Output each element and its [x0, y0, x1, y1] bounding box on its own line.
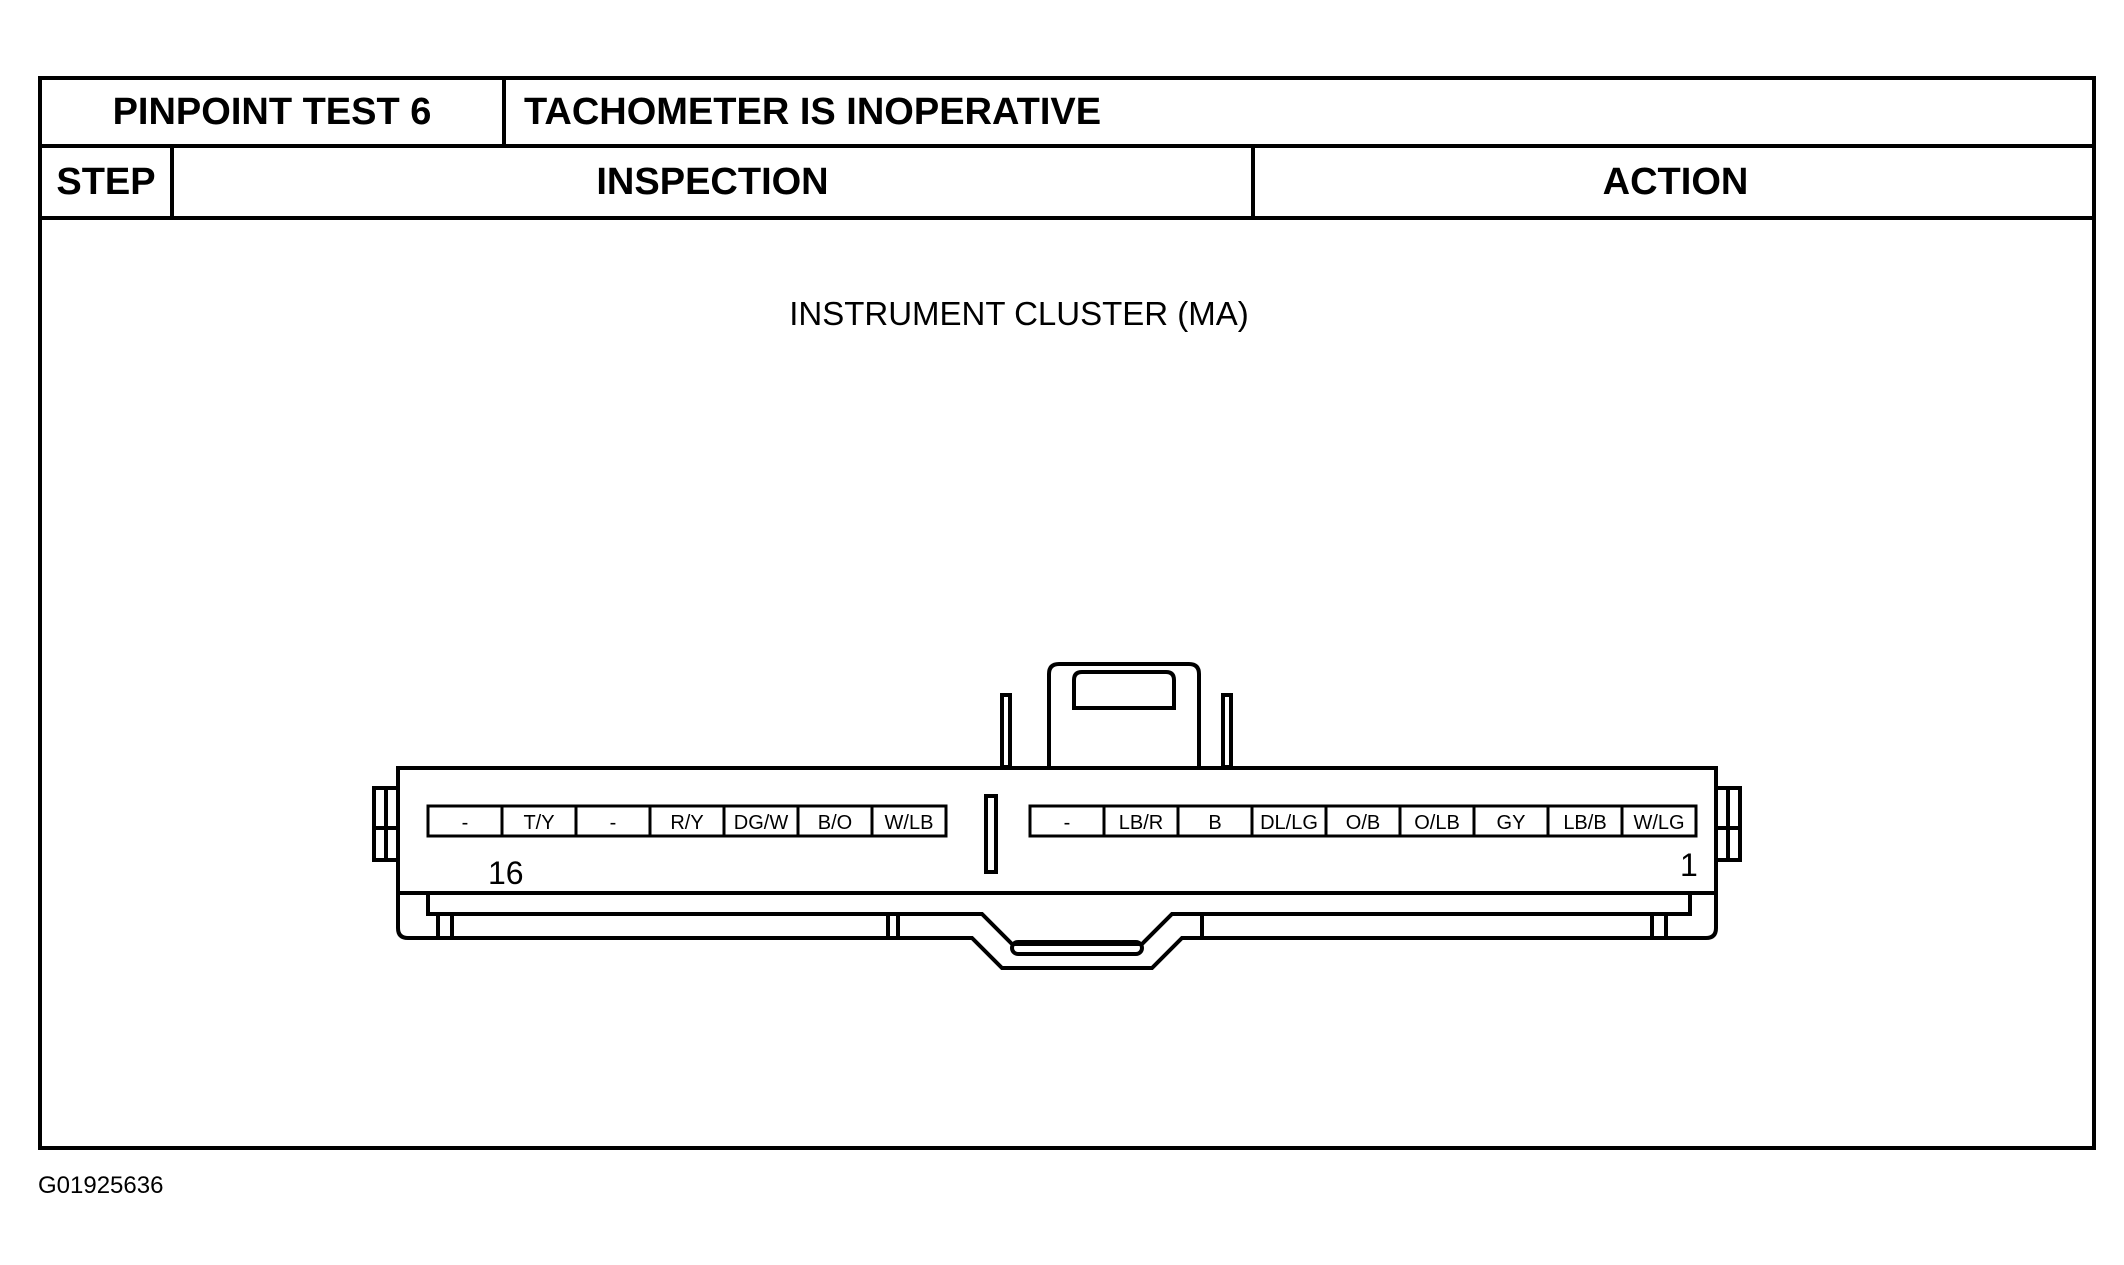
pin-label: - — [610, 812, 617, 834]
divider — [502, 80, 506, 144]
step-header: STEP — [56, 160, 156, 203]
pin-start-label: 16 — [488, 855, 524, 891]
figure-caption: INSTRUMENT CLUSTER (MA) — [789, 295, 1249, 332]
pin-label: LB/B — [1563, 812, 1606, 834]
pin-label: - — [462, 812, 469, 834]
divider — [1251, 148, 1255, 216]
pinpoint-test-table: PINPOINT TEST 6 TACHOMETER IS INOPERATIV… — [38, 76, 2096, 1150]
pin-cell — [1620, 804, 1698, 838]
connector-drawing: - T/Y - R/Y DG/W B/O W/LB - LB/R B DL/LG O/B O/LB GY… — [372, 662, 1742, 970]
divider — [170, 148, 174, 216]
pin-cell — [870, 804, 948, 838]
inspection-header: INSPECTION — [596, 160, 829, 203]
pin-row-right: - LB/R B DL/LG O/B O/LB GY LB/B W/LG — [1028, 804, 1698, 838]
center-slot — [984, 794, 998, 874]
pin-label: W/LG — [1633, 812, 1684, 834]
test-label: PINPOINT TEST 6 — [112, 90, 432, 133]
connector-body — [396, 766, 1718, 895]
pin-label: O/B — [1346, 812, 1380, 834]
pin-label: LB/R — [1119, 812, 1163, 834]
pin-row-left: - T/Y - R/Y DG/W B/O W/LB — [426, 804, 948, 838]
latch — [1047, 662, 1201, 768]
title-row: PINPOINT TEST 6 TACHOMETER IS INOPERATIV… — [42, 80, 2092, 148]
pin-label: B/O — [818, 812, 852, 834]
pin-label: W/LB — [885, 812, 934, 834]
latch-post-right — [1221, 693, 1233, 769]
latch-window — [1072, 670, 1176, 710]
pin-label: GY — [1497, 812, 1526, 834]
pin-label: B — [1208, 812, 1221, 834]
bottom-lock — [1010, 940, 1144, 956]
test-title: TACHOMETER IS INOPERATIVE — [524, 90, 1102, 133]
pin-label: DG/W — [734, 812, 789, 834]
action-header: ACTION — [1602, 160, 1749, 203]
pin-label: R/Y — [670, 812, 703, 834]
figure-id: G01925636 — [38, 1172, 164, 1199]
latch-post-left — [1000, 693, 1012, 769]
column-header-row: STEP INSPECTION ACTION — [42, 148, 2092, 220]
pin-label: T/Y — [523, 812, 554, 834]
pin-label: - — [1064, 812, 1071, 834]
pin-label: O/LB — [1414, 812, 1460, 834]
pin-label: DL/LG — [1260, 812, 1318, 834]
pin-end-label: 1 — [1680, 847, 1698, 883]
connector-diagram: INSTRUMENT CLUSTER (MA) — [42, 220, 2092, 1150]
